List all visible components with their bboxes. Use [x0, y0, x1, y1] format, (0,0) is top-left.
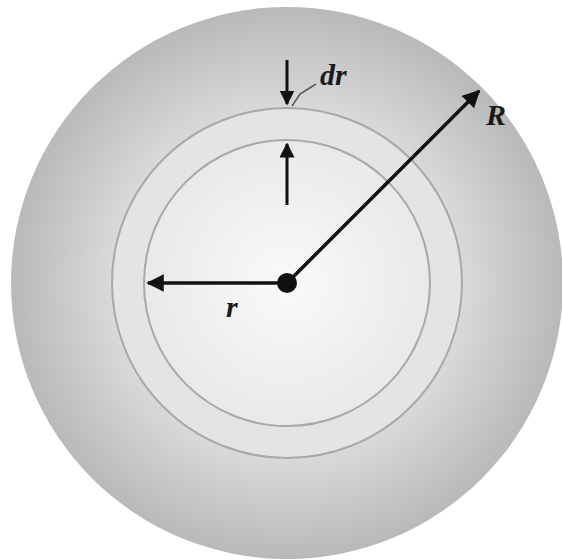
radius-label: R [486, 100, 506, 130]
radius-label: r [226, 292, 238, 322]
dr-arrow-down [286, 60, 289, 104]
radius-R-arrow [287, 91, 479, 283]
dr-leader [292, 84, 316, 106]
center-dot [277, 273, 297, 293]
thickness-label: dr [320, 60, 347, 90]
radius-r-arrow [148, 281, 287, 285]
sphere-disk [11, 7, 562, 559]
dr-arrow-up [286, 144, 289, 205]
